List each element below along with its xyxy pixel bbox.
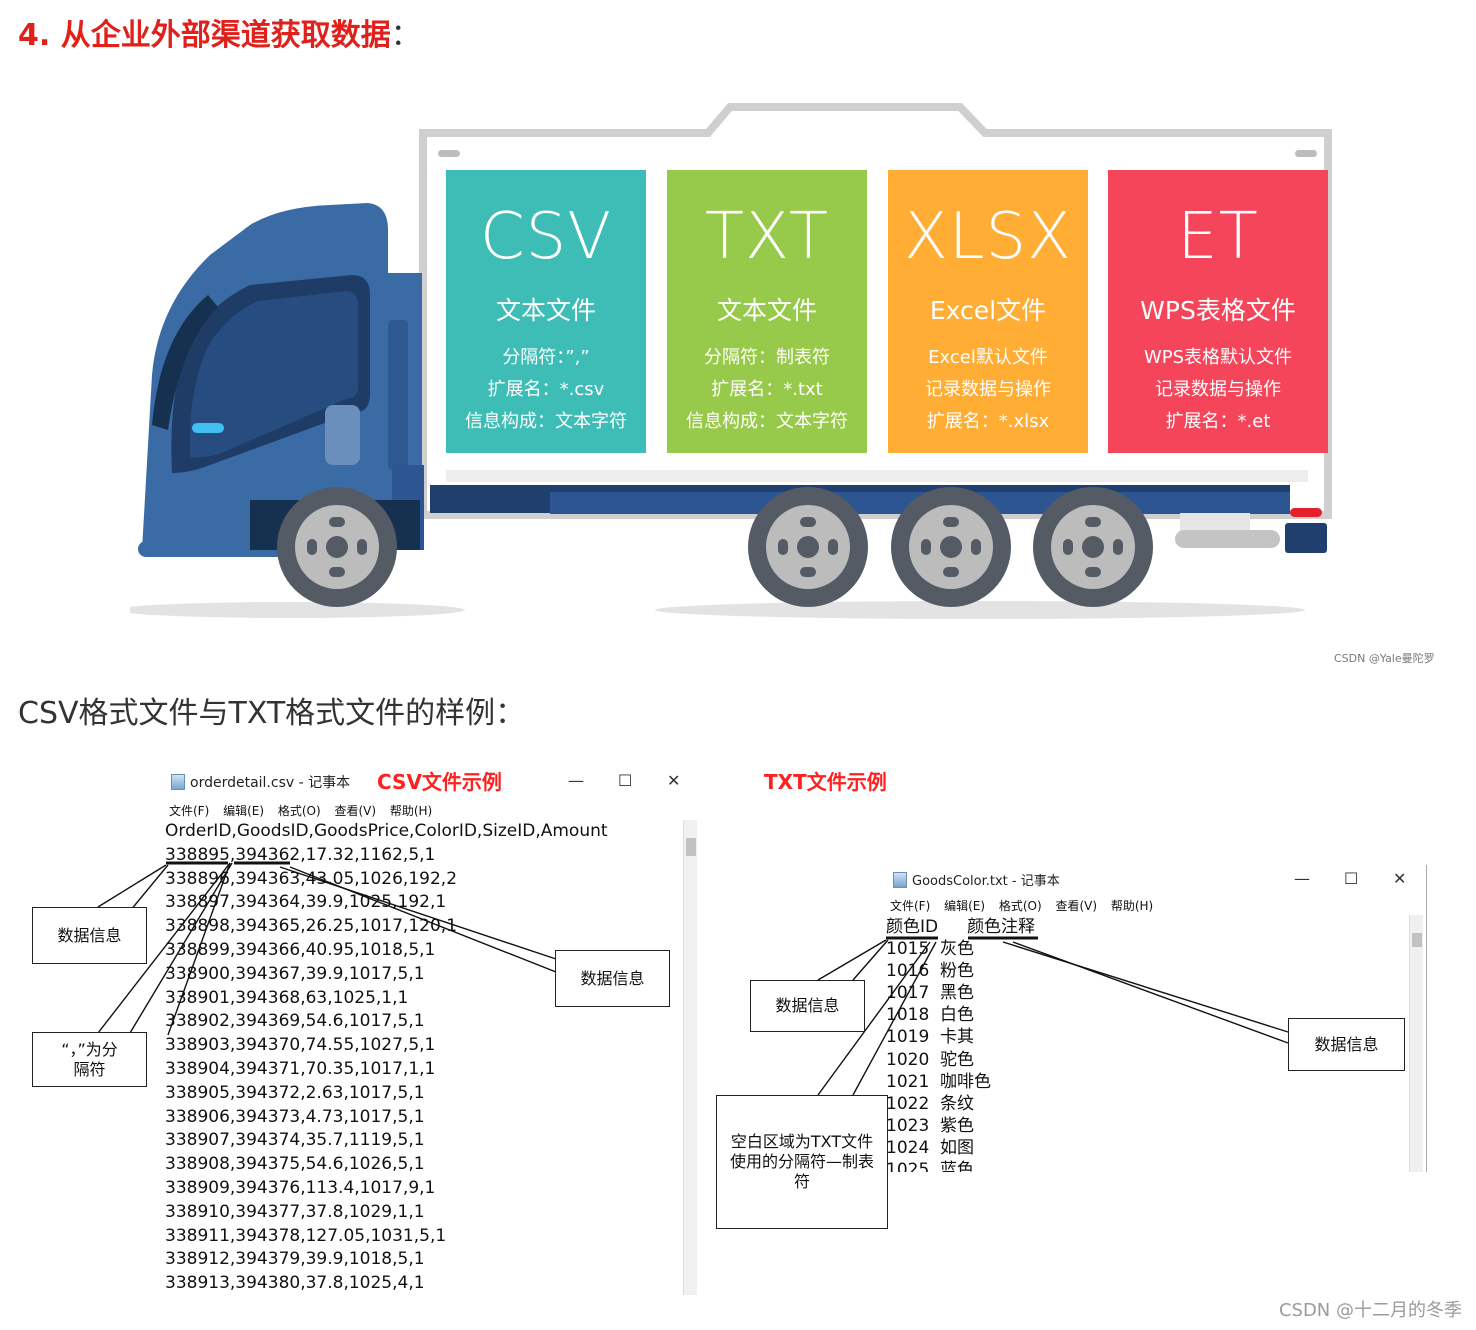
panel-txt-line-1: 分隔符：制表符 <box>704 347 830 368</box>
panel-txt-line-2: 扩展名：*.txt <box>711 379 823 400</box>
notepad-icon <box>171 774 185 790</box>
minimize-button[interactable]: — <box>568 771 584 790</box>
close-button[interactable]: ✕ <box>1393 869 1407 888</box>
csv-menu-bar[interactable]: 文件(F) 编辑(E) 格式(O) 查看(V) 帮助(H) <box>169 804 433 818</box>
panel-xlsx-line-3: 扩展名：*.xlsx <box>926 411 1050 432</box>
csv-example-label: CSV文件示例 <box>377 770 502 794</box>
heading-colon: ： <box>390 18 421 53</box>
panel-et-line-2: 记录数据与操作 <box>1155 379 1281 400</box>
maximize-button[interactable]: ☐ <box>1344 869 1359 888</box>
truck-graphic <box>115 103 1332 619</box>
page-heading: 4. 从企业外部渠道获取数据： <box>18 10 421 54</box>
notepad-screenshot: orderdetail.csv - 记事本 CSV文件示例 — ☐ ✕ 文件(F… <box>18 735 1443 1295</box>
wheel-rear-3 <box>1033 487 1153 607</box>
panel-csv-line-2: 扩展名：*.csv <box>487 379 605 400</box>
csv-callout-data-info-left: 数据信息 <box>32 907 147 964</box>
csv-window-title-text: orderdetail.csv - 记事本 <box>190 775 351 791</box>
wheel-front <box>277 487 397 607</box>
section-title: CSV格式文件与TXT格式文件的样例： <box>18 696 526 731</box>
csv-content[interactable]: OrderID,GoodsID,GoodsPrice,ColorID,SizeI… <box>165 821 608 1294</box>
panel-txt-subtitle: 文本文件 <box>716 296 817 325</box>
callout-lines <box>97 861 1289 1096</box>
panel-et-line-1: WPS表格默认文件 <box>1143 347 1293 368</box>
panel-csv-subtitle: 文本文件 <box>495 296 596 325</box>
panel-xlsx-line-1: Excel默认文件 <box>928 347 1048 368</box>
txt-menu-bar[interactable]: 文件(F) 编辑(E) 格式(O) 查看(V) 帮助(H) <box>890 899 1154 913</box>
csv-callout-separator: “，”为分 隔符 <box>32 1032 147 1087</box>
minimize-button[interactable]: — <box>1294 869 1310 888</box>
txt-callout-tab-note: 空白区域为TXT文件使用的分隔符—制表符 <box>716 1095 888 1229</box>
panel-et-subtitle: WPS表格文件 <box>1140 296 1296 325</box>
txt-window-title-text: GoodsColor.txt - 记事本 <box>912 874 1060 889</box>
panel-txt-line-3: 信息构成：文本字符 <box>686 411 848 432</box>
panel-xlsx-subtitle: Excel文件 <box>929 296 1047 325</box>
wheel-rear-2 <box>891 487 1011 607</box>
close-button[interactable]: ✕ <box>667 771 681 790</box>
wheel-rear-1 <box>748 487 868 607</box>
panel-xlsx-line-2: 记录数据与操作 <box>925 379 1051 400</box>
heading-text: 4. 从企业外部渠道获取数据 <box>18 18 391 53</box>
truck-illustration: CSV 文本文件 分隔符：”,” 扩展名：*.csv 信息构成：文本字符 TXT… <box>115 95 1340 630</box>
panel-et-line-3: 扩展名：*.et <box>1165 411 1271 432</box>
txt-window-edge <box>1426 865 1427 1172</box>
csv-scrollbar[interactable] <box>683 820 697 1295</box>
panel-csv-title: CSV <box>479 200 613 274</box>
panel-csv-line-3: 信息构成：文本字符 <box>465 411 627 432</box>
txt-scroll-thumb[interactable] <box>1412 933 1422 947</box>
txt-window-title: GoodsColor.txt - 记事本 <box>893 870 1060 889</box>
panel-csv: CSV 文本文件 分隔符：”,” 扩展名：*.csv 信息构成：文本字符 <box>446 170 646 453</box>
panel-txt: TXT 文本文件 分隔符：制表符 扩展名：*.txt 信息构成：文本字符 <box>667 170 867 453</box>
csv-callout-data-info-right: 数据信息 <box>555 950 670 1007</box>
panel-txt-title: TXT <box>705 200 829 274</box>
csv-window-title: orderdetail.csv - 记事本 <box>171 772 350 792</box>
txt-callout-data-info-right: 数据信息 <box>1288 1018 1405 1071</box>
panel-et: ET WPS表格文件 WPS表格默认文件 记录数据与操作 扩展名：*.et <box>1108 170 1328 453</box>
panel-et-title: ET <box>1177 200 1259 274</box>
notepad-icon <box>893 872 907 888</box>
panel-csv-line-1: 分隔符：”,” <box>502 347 590 368</box>
panel-xlsx: XLSX Excel文件 Excel默认文件 记录数据与操作 扩展名：*.xls… <box>888 170 1088 453</box>
txt-callout-data-info-left: 数据信息 <box>750 980 865 1032</box>
csv-scroll-thumb[interactable] <box>686 838 696 856</box>
panel-xlsx-title: XLSX <box>904 200 1072 274</box>
truck-watermark: CSDN @Yale曼陀罗 <box>1334 652 1435 665</box>
txt-scrollbar[interactable] <box>1409 915 1423 1172</box>
maximize-button[interactable]: ☐ <box>618 771 633 790</box>
txt-example-label: TXT文件示例 <box>764 770 887 794</box>
page-watermark: CSDN @十二月的冬季 <box>1278 1300 1462 1321</box>
